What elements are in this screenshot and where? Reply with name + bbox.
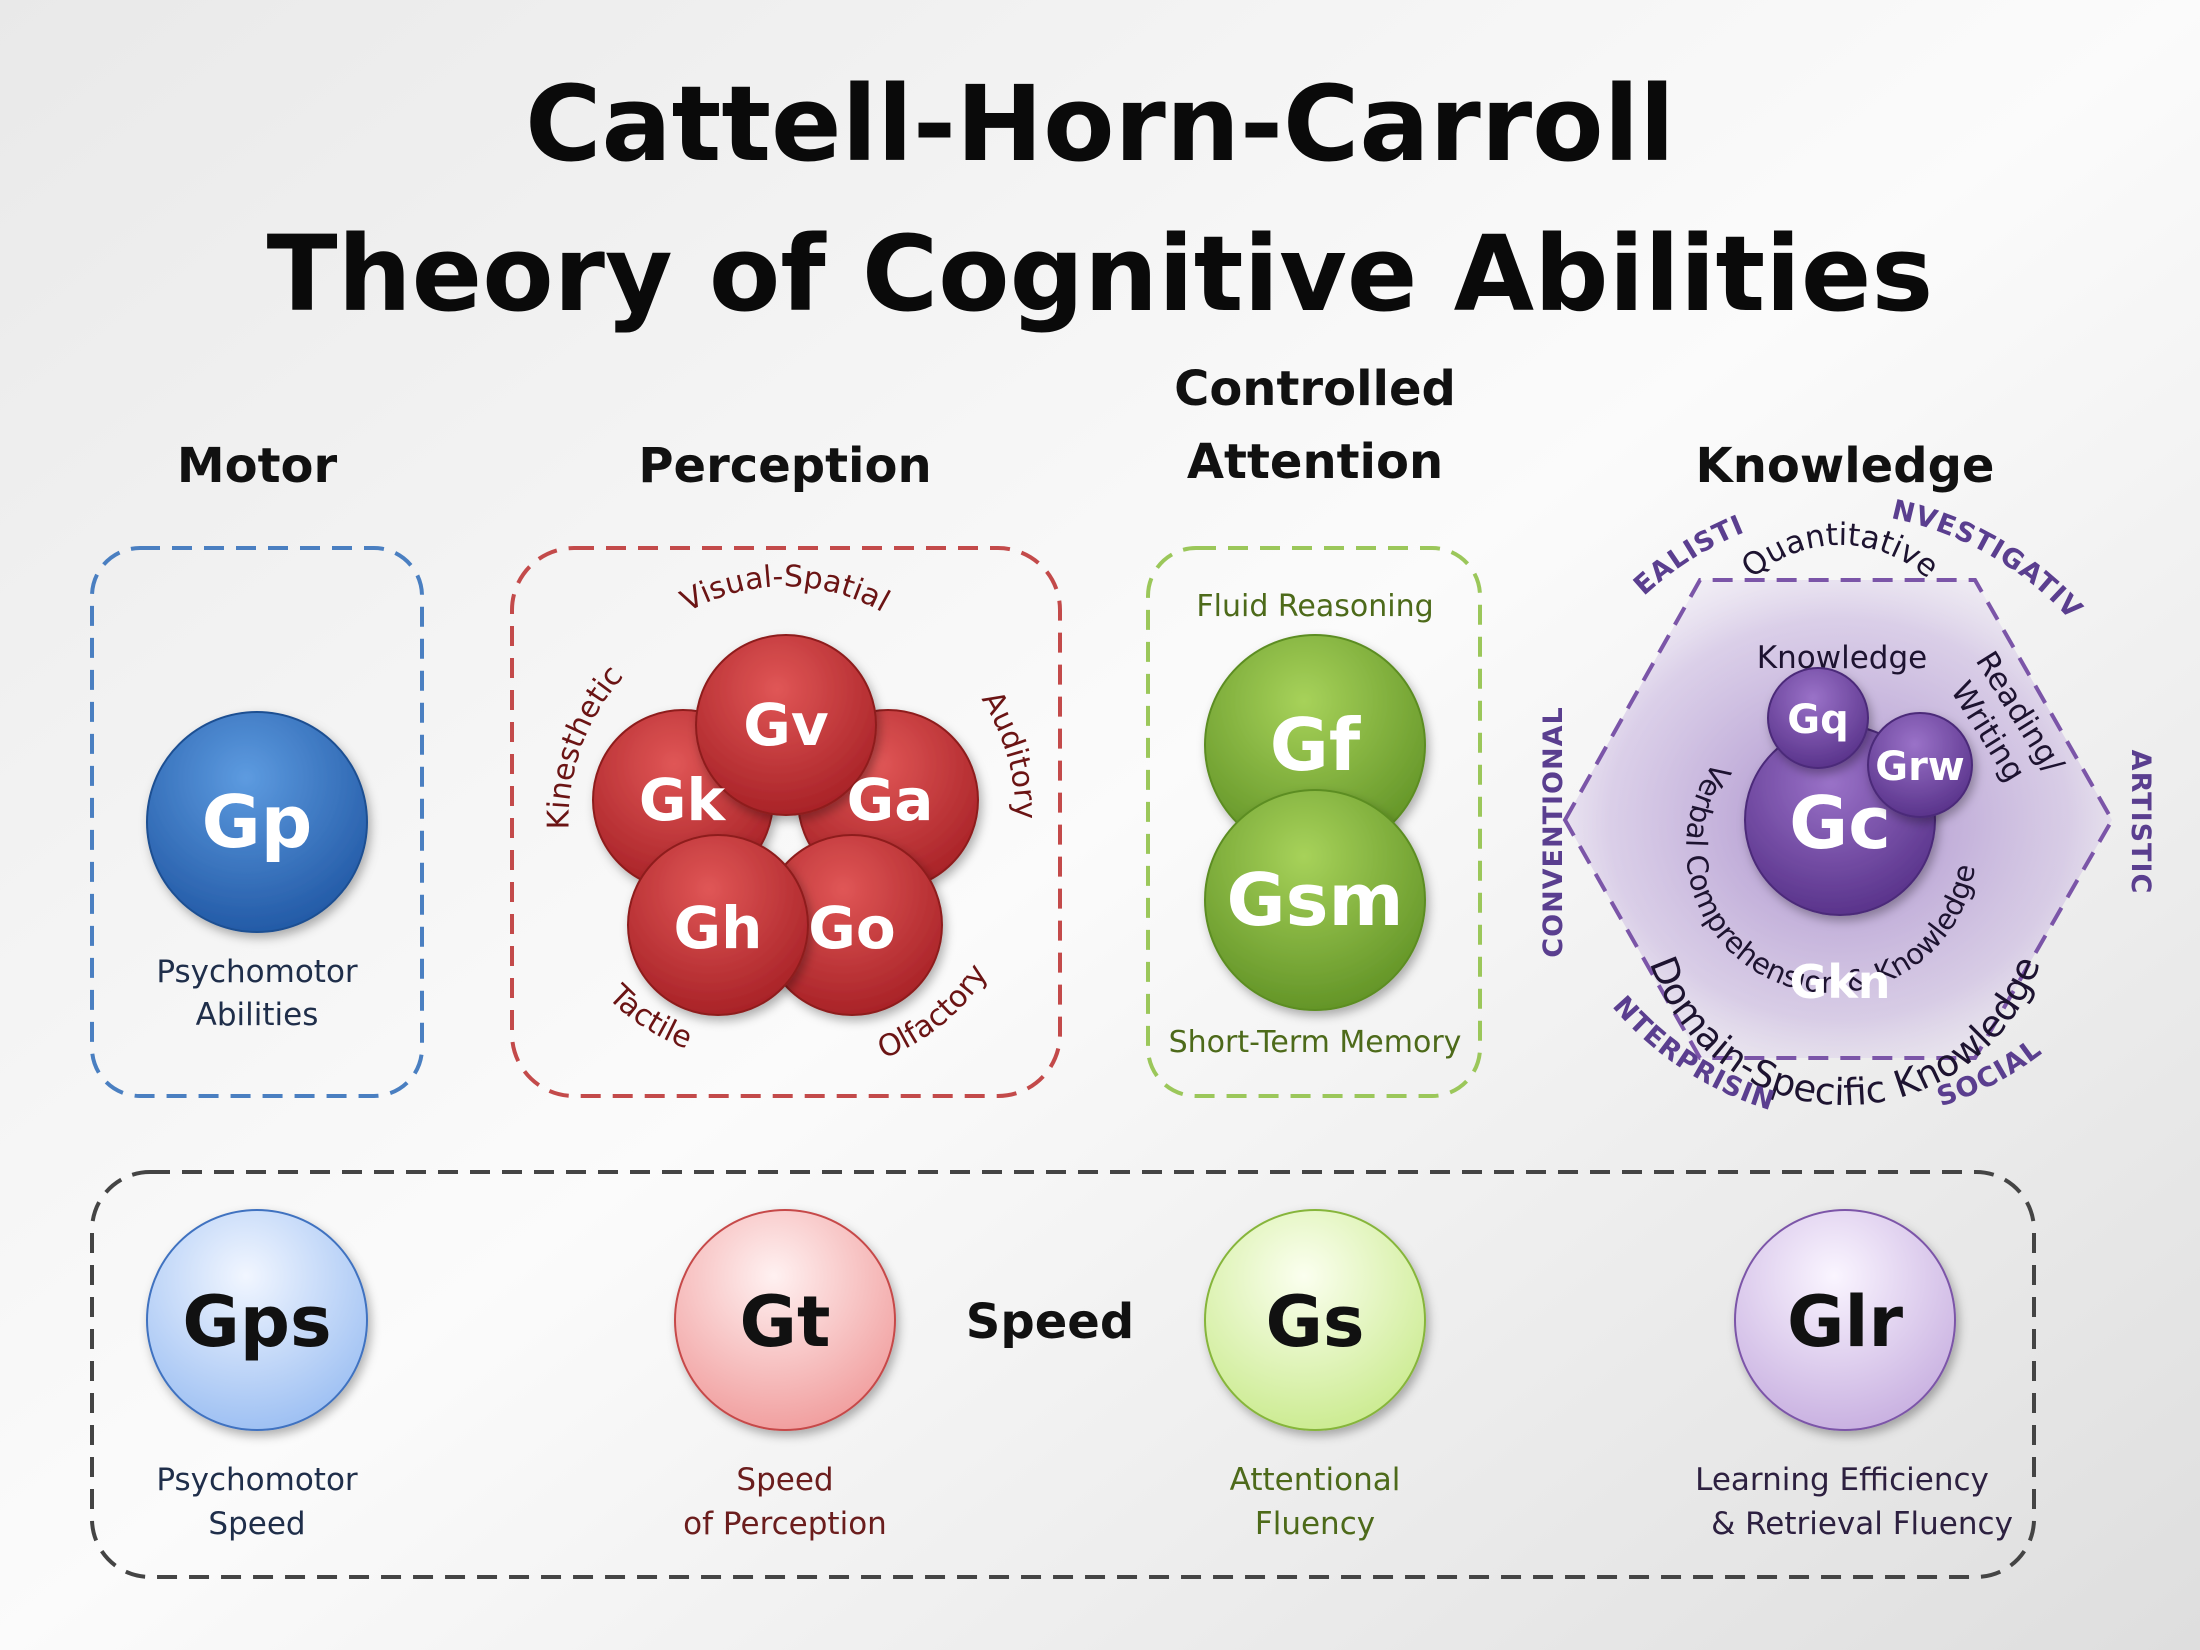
grw-circle: Grw [1867,712,1973,818]
gq-label: Gq [1787,697,1848,743]
gf-circle: Gf [1204,634,1426,856]
glr-circle: Glr [1734,1209,1956,1431]
gp-caption-line-2: Abilities [196,997,319,1033]
gf-label: Gf [1270,703,1361,787]
speed-box [90,1170,2036,1579]
label-conventional: CONVENTIONAL [1538,706,1569,957]
gv-label: Gv [743,691,828,759]
gt-caption-line-2: of Perception [683,1506,887,1542]
perception-box [510,546,1062,1098]
gs-caption-line-1: Attentional [1230,1462,1401,1498]
gt-label: Gt [740,1281,831,1363]
section-motor: Motor [177,438,338,494]
gt-circle: Gt [674,1209,896,1431]
section-perception: Perception [638,438,931,494]
gs-circle: Gs [1204,1209,1426,1431]
gs-label: Gs [1265,1281,1364,1363]
gp-caption-line-1: Psychomotor [156,954,358,990]
label-short-term-memory: Short-Term Memory [1169,1025,1462,1060]
gps-caption-line-1: Psychomotor [156,1462,358,1498]
gk-label: Gk [639,766,727,834]
gh-label: Gh [674,894,763,962]
label-fluid-reasoning: Fluid Reasoning [1196,589,1433,624]
go-label: Go [808,894,895,962]
gps-label: Gps [182,1281,331,1363]
gt-caption-line-1: Speed [736,1462,833,1498]
gv-circle [695,634,877,816]
gc-label: Gc [1789,781,1891,865]
section-speed: Speed [966,1294,1134,1350]
gkn-label: Gkn [1789,955,1890,1009]
gp-circle: Gp [146,711,368,933]
gp-label: Gp [202,780,313,864]
ga-label: Ga [847,766,934,834]
gps-caption-line-2: Speed [208,1506,305,1542]
glr-label: Glr [1787,1281,1903,1363]
gsm-circle: Gsm [1204,789,1426,1011]
section-knowledge: Knowledge [1696,438,1995,494]
section-attention-line-2: Attention [1187,434,1443,490]
gs-caption-line-2: Fluency [1255,1506,1375,1542]
perception-cluster: Gv Gk Ga Gh Go [592,634,979,1016]
gps-circle: Gps [146,1209,368,1431]
gh-circle [627,834,809,1016]
title-line-1: Cattell-Horn-Carroll [525,63,1675,185]
title-line-2: Theory of Cognitive Abilities [267,213,1934,335]
label-artistic: ARTISTIC [2125,750,2156,895]
label-quantitative-knowledge-line-2: Knowledge [1757,640,1927,676]
section-attention-line-1: Controlled [1174,361,1456,417]
grw-label: Grw [1875,744,1965,790]
gsm-label: Gsm [1227,858,1404,942]
gq-circle: Gq [1767,667,1869,769]
glr-caption-line-2: & Retrieval Fluency [1711,1506,2013,1542]
glr-caption-line-1: Learning Efficiency [1695,1462,1989,1498]
